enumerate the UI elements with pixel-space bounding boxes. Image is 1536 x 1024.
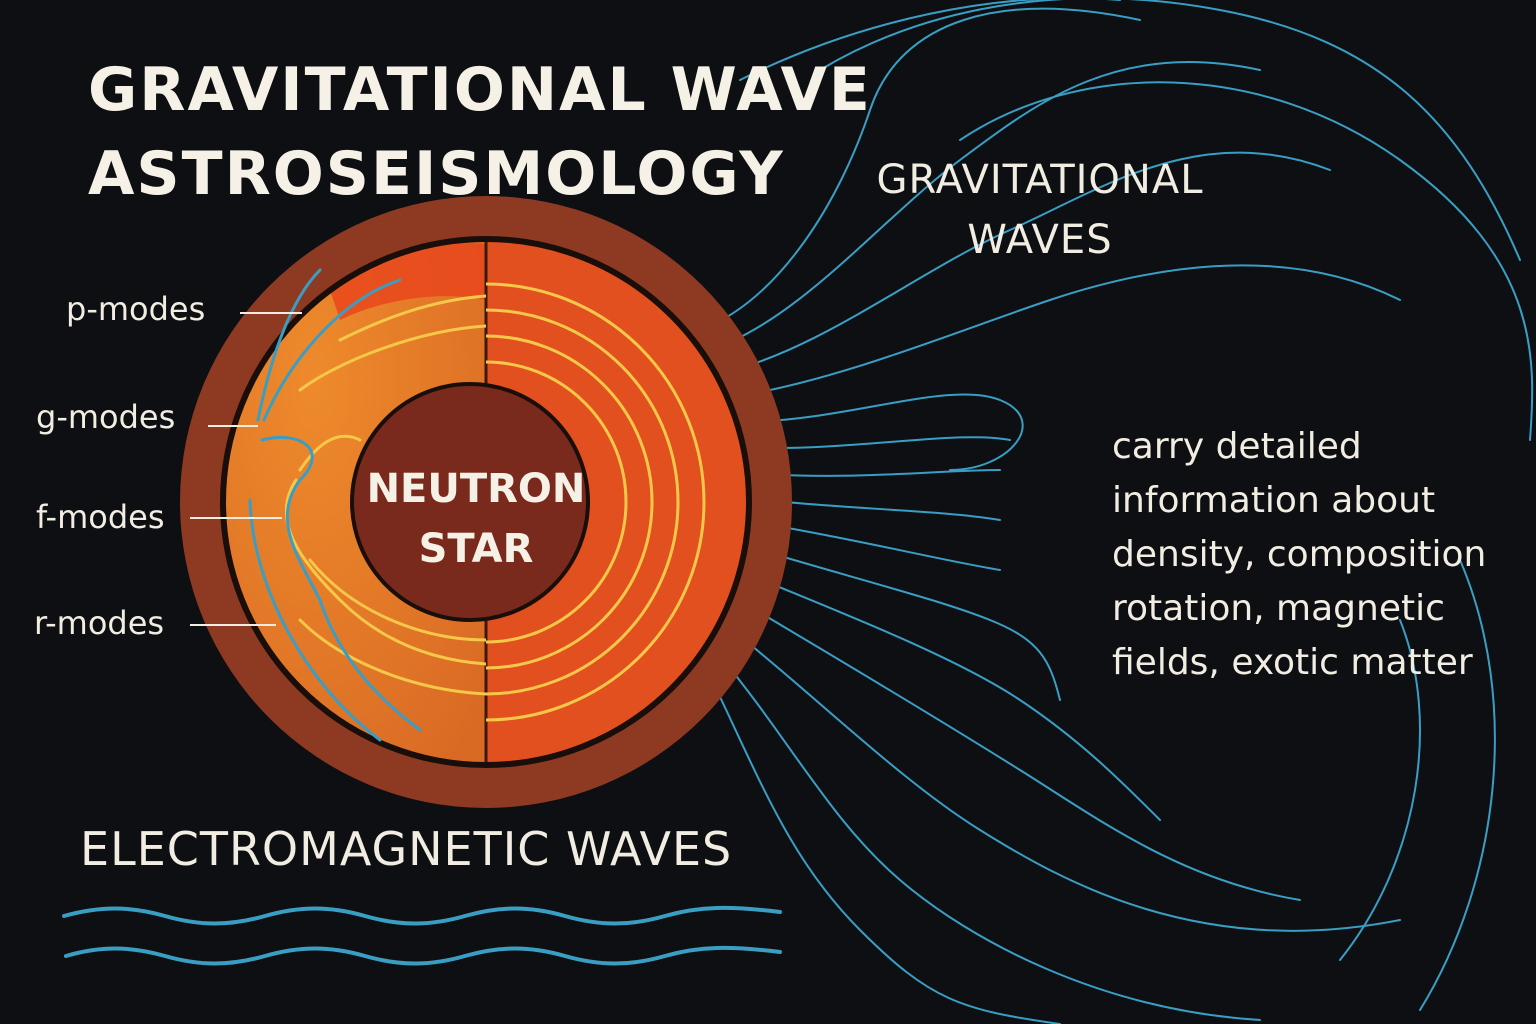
- gw-line: [709, 61, 1261, 351]
- mode-ring: [486, 282, 706, 722]
- f-modes-label: f-modes: [36, 498, 165, 536]
- p-modes-label: p-modes: [66, 290, 206, 328]
- f-mode-curve: [308, 558, 486, 642]
- gw-line: [747, 393, 1024, 471]
- title-line1: GRAVITATIONAL WAVE: [88, 55, 872, 125]
- p-mode-blue-curve: [256, 268, 322, 422]
- f-mode-curve: [298, 434, 362, 472]
- gravitational-waves-label: GRAVITATIONAL WAVES: [860, 150, 1220, 270]
- info-line3: density, composition: [1112, 534, 1487, 575]
- gw-line: [729, 627, 1401, 932]
- gw-line: [819, 0, 1521, 261]
- page-title: GRAVITATIONAL WAVE ASTROSEISMOLOGY: [88, 48, 872, 216]
- mode-ring: [486, 360, 628, 644]
- star-label-line1: NEUTRON: [367, 466, 586, 512]
- gravitational-wave-lines: [699, 0, 1534, 1024]
- gw-line: [959, 81, 1534, 441]
- gw-line: [739, 0, 1121, 81]
- hot-spot: [330, 243, 486, 320]
- em-wave: [62, 905, 782, 926]
- gw-line: [737, 264, 1401, 397]
- electromagnetic-waves-label: ELECTROMAGNETIC WAVES: [80, 822, 733, 876]
- star-label-line2: STAR: [419, 526, 534, 572]
- gw-line: [711, 679, 1061, 1024]
- r-modes-label: r-modes: [34, 604, 165, 642]
- gw-line: [724, 151, 1331, 373]
- gw-line: [1419, 559, 1496, 1011]
- info-line5: fields, exotic matter: [1112, 642, 1473, 683]
- neutron-star: [180, 196, 792, 808]
- p-mode-blue-curve: [260, 435, 422, 732]
- gw-line: [1339, 619, 1421, 961]
- mode-ring: [486, 308, 680, 696]
- em-wave: [64, 945, 782, 966]
- mantle-outline: [222, 238, 750, 766]
- r-mode-curve: [298, 618, 486, 696]
- g-mode-curve: [298, 324, 486, 392]
- p-mode-blue-curve: [262, 278, 402, 422]
- gw-line: [754, 436, 1011, 450]
- gw-line: [751, 575, 1161, 821]
- gw-line: [759, 549, 1061, 701]
- info-line4: rotation, magnetic: [1112, 588, 1445, 629]
- g-mode-curve: [338, 294, 486, 342]
- gw-line: [741, 601, 1301, 901]
- gw-label-line2: WAVES: [967, 217, 1113, 263]
- info-text: carry detailed information about density…: [1112, 420, 1512, 690]
- p-mode-blue-curve: [248, 498, 382, 742]
- gw-label-line1: GRAVITATIONAL: [876, 157, 1204, 203]
- gw-line: [699, 7, 1141, 331]
- gw-line: [764, 499, 1001, 521]
- title-line2: ASTROSEISMOLOGY: [88, 139, 785, 209]
- info-line1: carry detailed: [1112, 426, 1362, 467]
- g-modes-label: g-modes: [36, 398, 176, 436]
- mode-pointers: [190, 312, 302, 626]
- gw-line: [761, 469, 1001, 477]
- mode-ring: [486, 334, 654, 670]
- electromagnetic-wave-lines: [62, 905, 782, 966]
- gw-line: [719, 655, 1261, 1021]
- star-core: [350, 382, 590, 622]
- gw-line: [764, 523, 1001, 571]
- info-line2: information about: [1112, 480, 1436, 521]
